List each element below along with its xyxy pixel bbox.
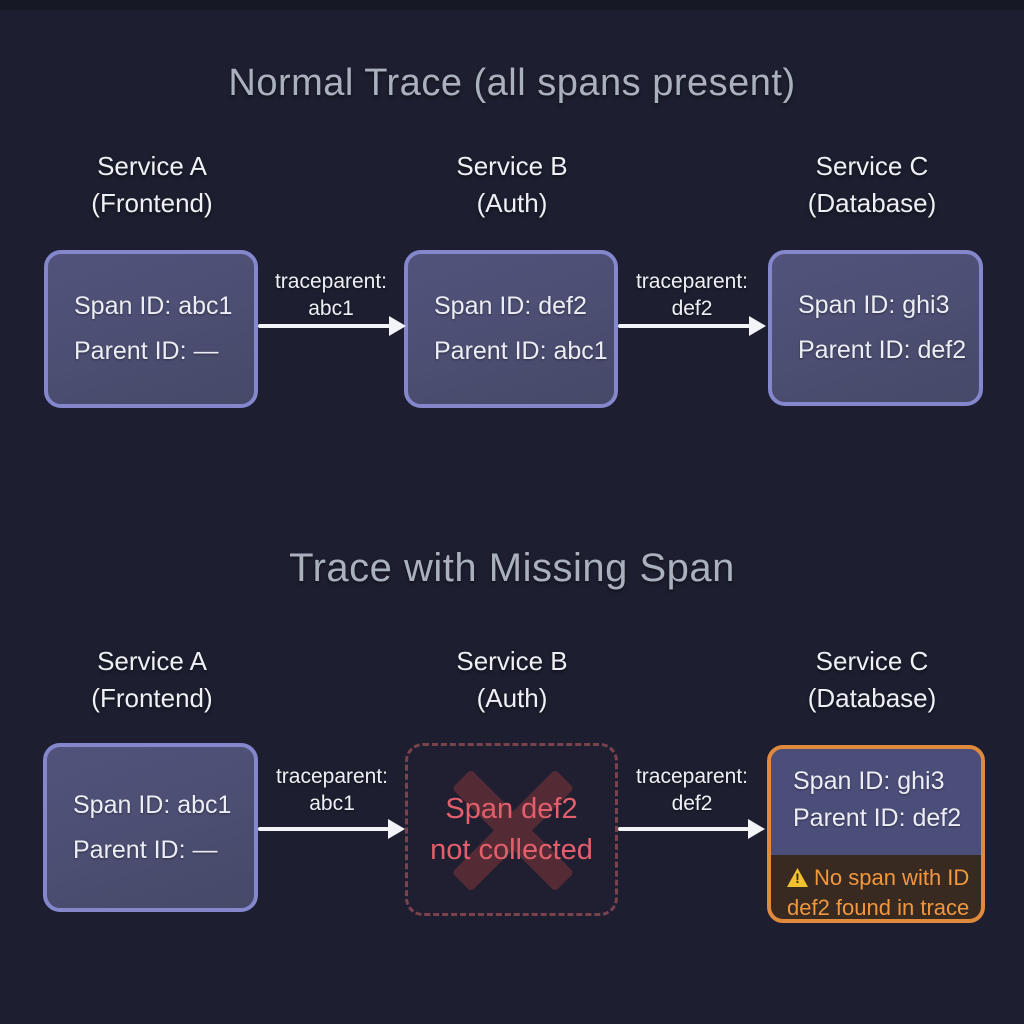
- warning-icon: [787, 868, 808, 887]
- service-b-subtitle: (Auth): [476, 188, 548, 218]
- service-c-name: Service C: [815, 646, 929, 676]
- service-a-header-missing: Service A (Frontend): [12, 643, 292, 717]
- traceparent-label-1-normal: traceparent: abc1: [274, 270, 388, 320]
- traceparent-label-2-normal: traceparent: def2: [635, 270, 749, 320]
- section-title-normal-trace: Normal Trace (all spans present): [228, 62, 796, 104]
- arrow-b-to-c-normal: [618, 324, 750, 328]
- span-id-line: Span ID: ghi3: [798, 291, 950, 319]
- service-b-subtitle: (Auth): [476, 683, 548, 713]
- span-box-service-c-alert: Span ID: ghi3 Parent ID: def2 No span wi…: [767, 745, 985, 923]
- top-edge-strip: [0, 0, 1024, 10]
- span-box-service-b-normal: Span ID: def2 Parent ID: abc1: [404, 250, 618, 408]
- arrow-a-to-b-missing: [258, 827, 389, 831]
- service-b-header: Service B (Auth): [372, 148, 652, 222]
- service-b-name: Service B: [456, 151, 568, 181]
- traceparent-label-2-missing: traceparent: def2: [635, 765, 749, 815]
- parent-id-line: Parent ID: —: [74, 337, 219, 365]
- arrow-a-to-b-normal: [258, 324, 390, 328]
- arrowhead-icon: [388, 819, 405, 839]
- warning-section: No span with ID def2 found in trace: [771, 855, 981, 920]
- span-box-service-a-missing: Span ID: abc1 Parent ID: —: [43, 743, 258, 912]
- section-title-missing-span: Trace with Missing Span: [289, 546, 735, 590]
- service-a-subtitle: (Frontend): [91, 188, 213, 218]
- span-info-section: Span ID: ghi3 Parent ID: def2: [771, 749, 981, 855]
- span-id-line: Span ID: ghi3: [793, 767, 945, 795]
- span-id-line: Span ID: abc1: [73, 790, 232, 819]
- service-b-header-missing: Service B (Auth): [372, 643, 652, 717]
- parent-id-line: Parent ID: def2: [793, 804, 962, 832]
- span-id-line: Span ID: abc1: [74, 292, 233, 320]
- missing-span-box: Span def2 not collected: [405, 743, 618, 916]
- service-c-header: Service C (Database): [732, 148, 1012, 222]
- service-a-header: Service A (Frontend): [12, 148, 292, 222]
- warning-line-1: No span with ID: [787, 863, 981, 893]
- service-c-name: Service C: [815, 151, 929, 181]
- service-a-name: Service A: [97, 646, 207, 676]
- arrow-b-to-c-missing: [618, 827, 749, 831]
- service-b-name: Service B: [456, 646, 568, 676]
- arrowhead-icon: [748, 819, 765, 839]
- service-c-subtitle: (Database): [807, 683, 937, 713]
- parent-id-line: Parent ID: abc1: [434, 337, 608, 365]
- arrowhead-icon: [749, 316, 766, 336]
- parent-id-line: Parent ID: def2: [798, 336, 967, 364]
- service-a-name: Service A: [97, 151, 207, 181]
- warning-line-2: def2 found in trace: [787, 895, 970, 920]
- traceparent-label-1-missing: traceparent: abc1: [275, 765, 389, 815]
- parent-id-line: Parent ID: —: [73, 835, 218, 864]
- arrowhead-icon: [389, 316, 406, 336]
- span-box-service-a-normal: Span ID: abc1 Parent ID: —: [44, 250, 258, 408]
- span-box-service-c-normal: Span ID: ghi3 Parent ID: def2: [768, 250, 983, 406]
- service-a-subtitle: (Frontend): [91, 683, 213, 713]
- service-c-subtitle: (Database): [807, 188, 937, 218]
- missing-span-text: Span def2 not collected: [430, 792, 593, 866]
- service-c-header-missing: Service C (Database): [732, 643, 1012, 717]
- span-id-line: Span ID: def2: [434, 292, 587, 320]
